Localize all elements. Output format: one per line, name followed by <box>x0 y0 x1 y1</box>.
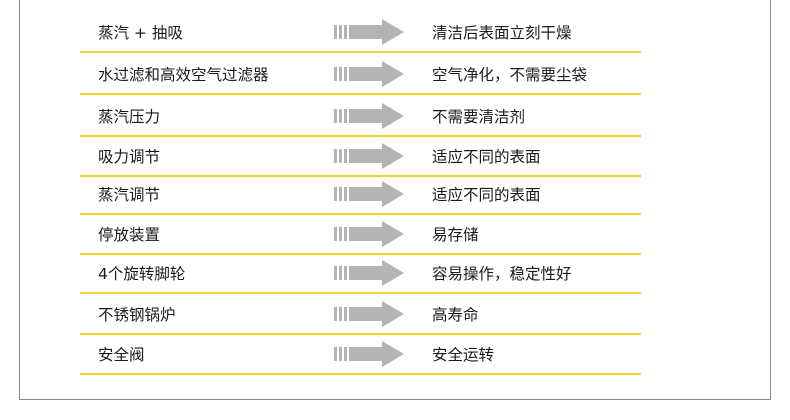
right-arrow-icon <box>334 221 404 247</box>
feature-label: 蒸汽 + 抽吸 <box>98 24 183 42</box>
feature-label: 水过滤和高效空气过滤器 <box>98 66 269 84</box>
benefit-label: 清洁后表面立刻干燥 <box>432 24 572 42</box>
list-item: 蒸汽调节 适应不同的表面 <box>80 175 641 215</box>
right-arrow-icon <box>334 260 404 286</box>
right-arrow-icon <box>334 19 404 45</box>
list-item: 停放装置 易存储 <box>80 215 641 255</box>
benefit-label: 适应不同的表面 <box>432 148 541 166</box>
benefit-label: 安全运转 <box>432 346 495 364</box>
feature-label: 蒸汽压力 <box>98 108 161 126</box>
right-arrow-icon <box>334 181 404 207</box>
right-arrow-icon <box>334 301 404 327</box>
feature-label: 4个旋转脚轮 <box>98 265 186 283</box>
benefit-label: 易存储 <box>432 226 479 244</box>
right-arrow-icon <box>334 341 404 367</box>
list-item: 4个旋转脚轮 容易操作，稳定性好 <box>80 254 641 294</box>
list-item: 蒸汽 + 抽吸 清洁后表面立刻干燥 <box>80 13 641 53</box>
feature-label: 安全阀 <box>98 346 145 364</box>
benefit-label: 容易操作，稳定性好 <box>432 265 572 283</box>
right-arrow-icon <box>334 103 404 129</box>
benefit-label: 不需要清洁剂 <box>432 108 526 126</box>
list-item: 安全阀 安全运转 <box>80 335 641 375</box>
feature-label: 蒸汽调节 <box>98 186 161 204</box>
benefit-label: 空气净化，不需要尘袋 <box>432 66 588 84</box>
feature-label: 停放装置 <box>98 226 161 244</box>
list-item: 水过滤和高效空气过滤器 空气净化，不需要尘袋 <box>80 55 641 95</box>
feature-label: 不锈钢锅炉 <box>98 306 176 324</box>
benefit-label: 适应不同的表面 <box>432 186 541 204</box>
benefit-label: 高寿命 <box>432 306 479 324</box>
list-item: 不锈钢锅炉 高寿命 <box>80 295 641 335</box>
right-arrow-icon <box>334 143 404 169</box>
feature-label: 吸力调节 <box>98 148 161 166</box>
list-item: 蒸汽压力 不需要清洁剂 <box>80 97 641 137</box>
right-arrow-icon <box>334 61 404 87</box>
list-item: 吸力调节 适应不同的表面 <box>80 137 641 177</box>
